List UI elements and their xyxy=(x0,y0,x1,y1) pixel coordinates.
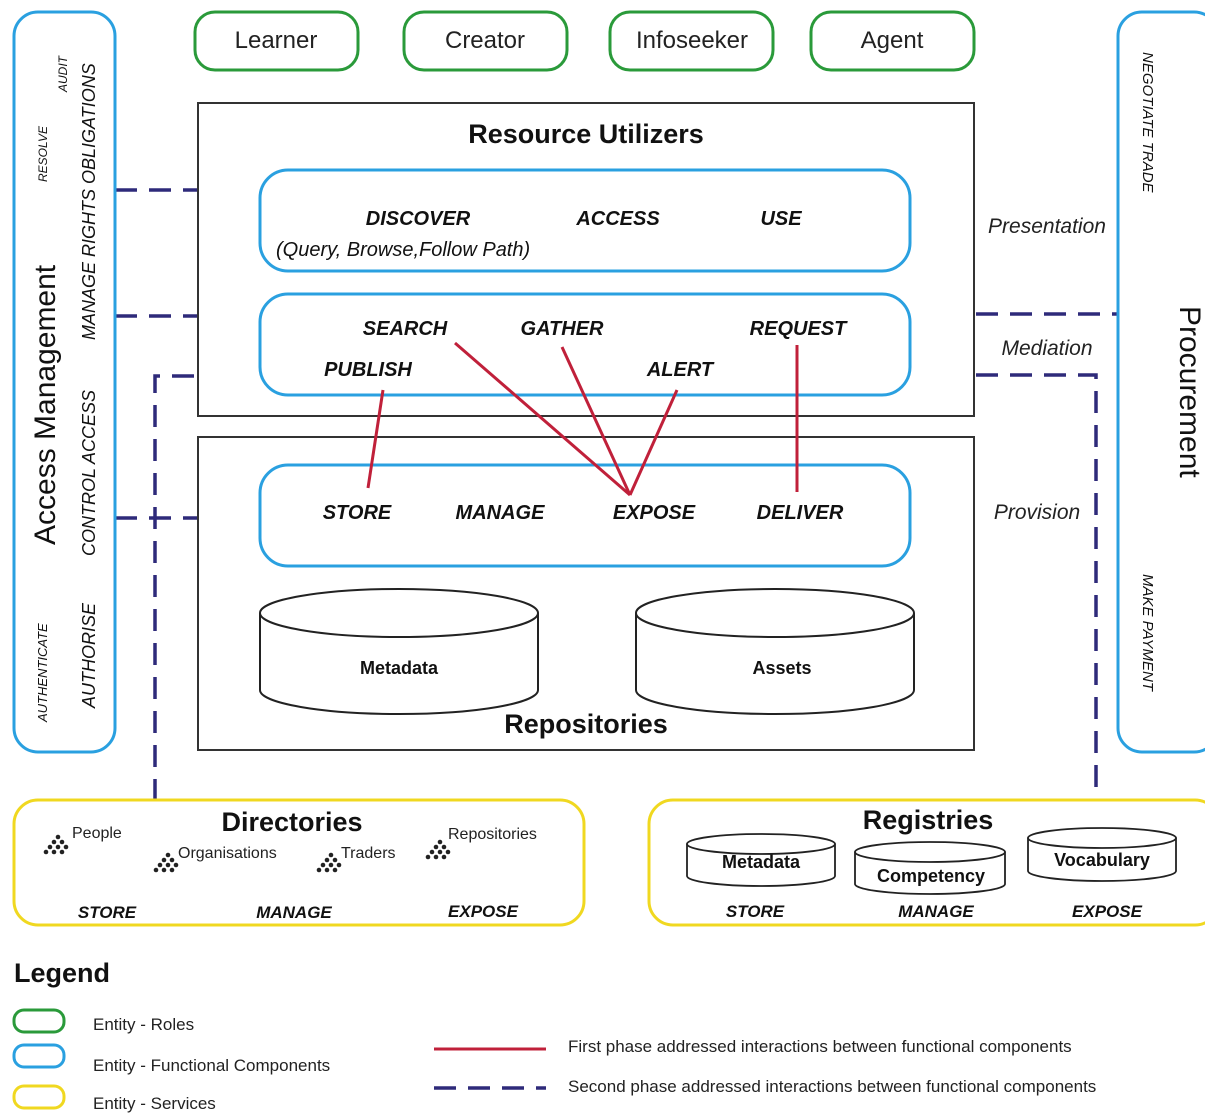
legend-roles-label: Entity - Roles xyxy=(93,1015,194,1034)
search-label: SEARCH xyxy=(363,318,448,340)
directories-manage-label: MANAGE xyxy=(256,903,332,922)
role-agent xyxy=(809,10,976,72)
role-learner xyxy=(193,10,360,72)
discover-label: DISCOVER xyxy=(366,208,471,230)
traders-label: Traders xyxy=(341,845,396,862)
legend-services-label: Entity - Services xyxy=(93,1094,216,1113)
deliver-label: DELIVER xyxy=(757,502,844,524)
role-creator xyxy=(402,10,569,72)
repositories-directory-label: Repositories xyxy=(448,826,537,843)
assets-store-label: Assets xyxy=(752,658,811,678)
metadata-store-label: Metadata xyxy=(360,658,439,678)
role-label-agent: Agent xyxy=(861,27,924,54)
procurement-panel xyxy=(1116,10,1205,754)
access-management-title: Access Management xyxy=(29,264,62,545)
make-payment-label: MAKE PAYMENT xyxy=(1139,574,1156,693)
legend-second-phase-label: Second phase addressed interactions betw… xyxy=(568,1077,1096,1096)
legend-services-swatch xyxy=(12,1084,66,1110)
registries-title: Registries xyxy=(863,805,994,835)
people-label: People xyxy=(72,825,122,842)
registries-manage-label: MANAGE xyxy=(898,902,974,921)
connector-gather-expose xyxy=(560,346,632,496)
mediation-layer-label: Mediation xyxy=(1001,337,1092,360)
registries-metadata-cylinder xyxy=(686,833,836,887)
directories-panel xyxy=(12,798,586,927)
directories-expose-label: EXPOSE xyxy=(448,902,519,921)
negotiate-trade-label: NEGOTIATE TRADE xyxy=(1139,52,1156,194)
resolve-label: RESOLVE xyxy=(36,125,50,182)
role-infoseeker xyxy=(608,10,775,72)
manage-rights-obligations-label: MANAGE RIGHTS OBLIGATIONS xyxy=(79,63,99,340)
registries-competency-label: Competency xyxy=(877,866,985,886)
legend-functional-label: Entity - Functional Components xyxy=(93,1056,330,1075)
control-access-label: CONTROL ACCESS xyxy=(79,390,99,556)
access-management-panel xyxy=(12,10,117,754)
authenticate-label: AUTHENTICATE xyxy=(35,623,50,723)
legend-roles-swatch xyxy=(12,1008,66,1034)
presentation-layer-label: Presentation xyxy=(988,215,1106,238)
alert-label: ALERT xyxy=(646,359,715,381)
roles-group xyxy=(193,10,976,72)
use-label: USE xyxy=(760,208,802,230)
directories-store-label: STORE xyxy=(78,903,137,922)
organisations-label: Organisations xyxy=(178,845,277,862)
store-label: STORE xyxy=(323,502,392,524)
registries-store-label: STORE xyxy=(726,902,785,921)
authorise-label: AUTHORISE xyxy=(79,602,99,709)
role-label-infoseeker: Infoseeker xyxy=(636,27,748,54)
connector-alert-expose xyxy=(628,389,679,496)
metadata-cylinder xyxy=(259,588,539,715)
legend-first-phase-label: First phase addressed interactions betwe… xyxy=(568,1037,1072,1056)
repositories-title: Repositories xyxy=(504,709,668,739)
registries-metadata-label: Metadata xyxy=(722,852,801,872)
registries-expose-label: EXPOSE xyxy=(1072,902,1143,921)
registries-vocabulary-label: Vocabulary xyxy=(1054,850,1150,870)
resource-utilizers-title: Resource Utilizers xyxy=(468,119,704,149)
audit-label: AUDIT xyxy=(56,54,70,93)
presentation-component xyxy=(258,168,912,273)
publish-label: PUBLISH xyxy=(324,359,412,381)
role-label-creator: Creator xyxy=(445,27,525,54)
gather-label: GATHER xyxy=(521,318,605,340)
connector-publish-store xyxy=(366,389,385,489)
provision-layer-label: Provision xyxy=(994,501,1080,524)
discover-detail-label: (Query, Browse,Follow Path) xyxy=(276,239,530,261)
connector-search-expose xyxy=(454,341,631,497)
manage-label: MANAGE xyxy=(456,502,546,524)
first-phase-connectors xyxy=(366,341,799,497)
legend-functional-swatch xyxy=(12,1043,66,1069)
registries-vocabulary-cylinder xyxy=(1027,827,1177,882)
connector-mediation-registries xyxy=(908,373,1098,800)
directories-title: Directories xyxy=(221,807,362,837)
assets-cylinder xyxy=(635,588,915,715)
role-label-learner: Learner xyxy=(235,27,318,54)
expose-label: EXPOSE xyxy=(613,502,696,524)
legend-title: Legend xyxy=(14,958,110,988)
provision-component xyxy=(258,463,912,568)
access-label: ACCESS xyxy=(575,208,660,230)
procurement-title: Procurement xyxy=(1173,306,1205,478)
request-label: REQUEST xyxy=(750,318,848,340)
registries-competency-cylinder xyxy=(854,841,1006,895)
